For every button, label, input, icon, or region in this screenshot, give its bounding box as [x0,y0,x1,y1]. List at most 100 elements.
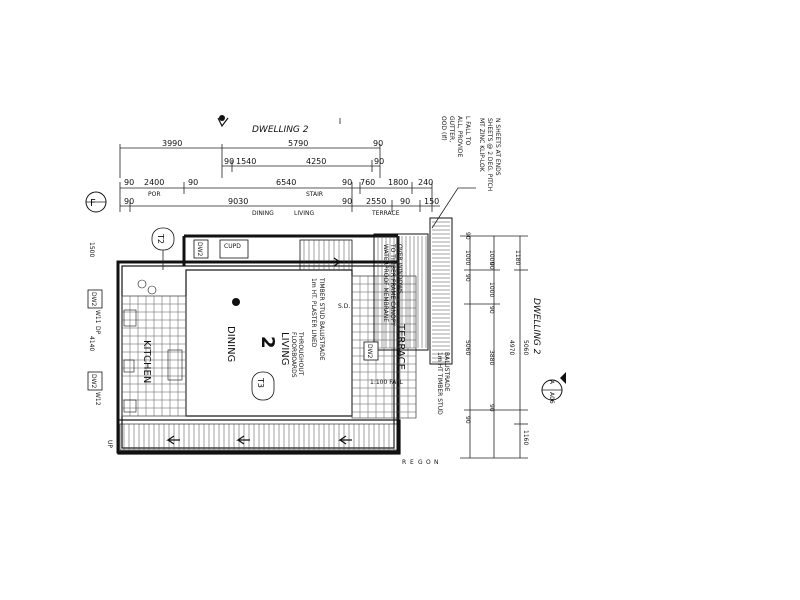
dim-90-r4b: 90 [342,197,352,206]
cooktop-icon [137,279,147,289]
gutter-note: OOD (If) GUTTER, ALL, PROVIDE L FALL TO [440,116,471,158]
rdim-c1-6: 90 [464,416,471,424]
label-dining-dim: DINING [252,210,274,217]
dim-2550: 2550 [366,197,386,206]
dim-5790: 5790 [288,139,308,148]
canopy-note-line1: WATERPROOF MEMBRANE [382,244,389,322]
sink-icon [123,309,137,327]
dim-90-r4c: 90 [400,197,410,206]
dim-90-r4a: 90 [124,197,134,206]
dim-760: 760 [360,178,375,187]
dwelling-number: 2 [257,336,278,349]
room-living: LIVING [279,332,290,366]
rdim-c3-1: 4970 [508,340,515,355]
gutter-note-line4: L FALL TO [464,116,471,146]
sd-label: S.D. [338,303,350,310]
balustrade-note: 1m HT. PLASTER LINED TIMBER STUD BALUSTR… [310,277,325,361]
terrace-note-line2: BALUSTRADE [443,352,450,392]
tag-dw2-a-label: DW2 [196,242,203,257]
room-terrace: TERRACE [395,323,406,370]
rdim-c2-4: 3880 [488,350,495,365]
label-living-dim: LIVING [294,210,314,217]
top-title-group: DWELLING 2 [217,115,341,135]
balcony-arrow-mid-icon [236,435,250,445]
dwelling-title-right: DWELLING 2 [531,298,541,355]
room-kitchen: KITCHEN [141,340,152,383]
rdim-c3-2: 5060 [522,340,529,355]
stair [299,239,353,271]
gutter-note-line2: GUTTER, [448,116,455,142]
bottom-char-0: R [402,459,406,466]
balcony-arrow-left-icon [166,435,180,445]
terrace-tiles [351,275,417,419]
rdim-c1-2: 90 [464,274,471,282]
bottom-text: R E G O N [402,459,439,466]
canopy-note: WATERPROOF MEMBRANE TO TIMBER FRAME CANO… [382,243,403,326]
tag-dw2-d-label: DW2 [366,344,373,359]
right-dimension-lines [460,235,528,459]
terrace-note-line1: 1m HT TIMBER STUD [436,352,443,415]
dim-90-r1: 90 [373,139,383,148]
tag-w12: W12 [94,392,101,406]
tag-dw2-d: DW2 [363,341,379,361]
gutter-note-line3: ALL, PROVIDE [456,116,463,158]
left-dim-1500: 1500 [88,242,95,257]
tag-dw2-a: DW2 [193,239,209,259]
right-dims-col1: 90 1000 90 5060 90 [464,232,471,424]
section-marker-label: A [548,380,555,385]
dim-2400: 2400 [144,178,164,187]
outer-wall [116,260,400,454]
roof-note-line3: N SHEETS AT ENDS [494,118,501,176]
dim-4250: 4250 [306,157,326,166]
floorboards-note: FLOORBOARDS THROUGHOUT [290,331,304,378]
dim-1540: 1540 [236,157,256,166]
dim-240: 240 [418,178,433,187]
label-stair: STAIR [306,191,323,198]
kitchen-tiles [121,295,187,417]
top-dimension-lines: 3990 5790 90 90 1540 4250 90 90 2400 90 … [119,139,440,217]
dim-1800: 1800 [388,178,408,187]
rdim-c2-3: 90 [488,306,495,314]
terrace-balustrade-note: 1m HT TIMBER STUD BALUSTRADE [436,352,450,415]
roof-leader-line [431,187,476,229]
bottom-char-2: G [418,459,423,466]
bottom-char-1: E [410,459,414,466]
left-dim-4140: 4140 [88,336,95,351]
section-dot-icon [219,115,225,121]
right-dims-col2: 1000 90 1000 90 3880 90 [488,250,495,412]
dim-3990: 3990 [162,139,182,148]
dim-90-r3b: 90 [188,178,198,187]
tag-dw2-b: DW2 [87,289,103,309]
room-dining: DINING [225,326,236,362]
balustrade-line2: TIMBER STUD BALUSTRADE [318,277,325,361]
balcony-arrow-right-icon [338,435,352,445]
dim-90-r3c: 90 [342,178,352,187]
fridge-icon [167,349,183,381]
stair-arrow-icon [308,257,342,267]
balustrade-line1: 1m HT. PLASTER LINED [310,278,317,348]
rdim-c2-2: 1000 [488,282,495,297]
tag-dw2-b-label: DW2 [90,292,97,307]
right-dims-col3: 1180 4970 5060 1160 [508,250,529,445]
rdim-c3-3: 1160 [522,430,529,445]
section-marker-ref: A06 [548,392,555,404]
floorboards-line1: FLOORBOARDS [290,332,297,378]
room-cupd: CUPD [224,243,241,250]
tag-w11: W11 [94,310,101,324]
gutter-note-line1: OOD (If) [440,116,447,141]
rdim-c2-5: 90 [488,404,495,412]
tag-t2-label: T2 [156,233,165,244]
roof-note-line2: SHEETS @ 2 DEG. PITCH [486,118,493,191]
tag-dw2-c-label: DW2 [90,374,97,389]
dim-150: 150 [424,197,439,206]
section-marker: A A06 [541,372,566,404]
dim-90-r2a: 90 [224,157,234,166]
terrace-canopy [373,217,453,365]
grid-marker-f: F [85,191,107,213]
rdim-c1-1: 1000 [464,250,471,265]
rdim-c1-0: 90 [464,232,471,240]
canopy-note-line2: TO TIMBER FRAME CANOPY [389,243,396,326]
floorboards-line2: THROUGHOUT [297,331,304,376]
bottom-balcony [117,419,401,455]
